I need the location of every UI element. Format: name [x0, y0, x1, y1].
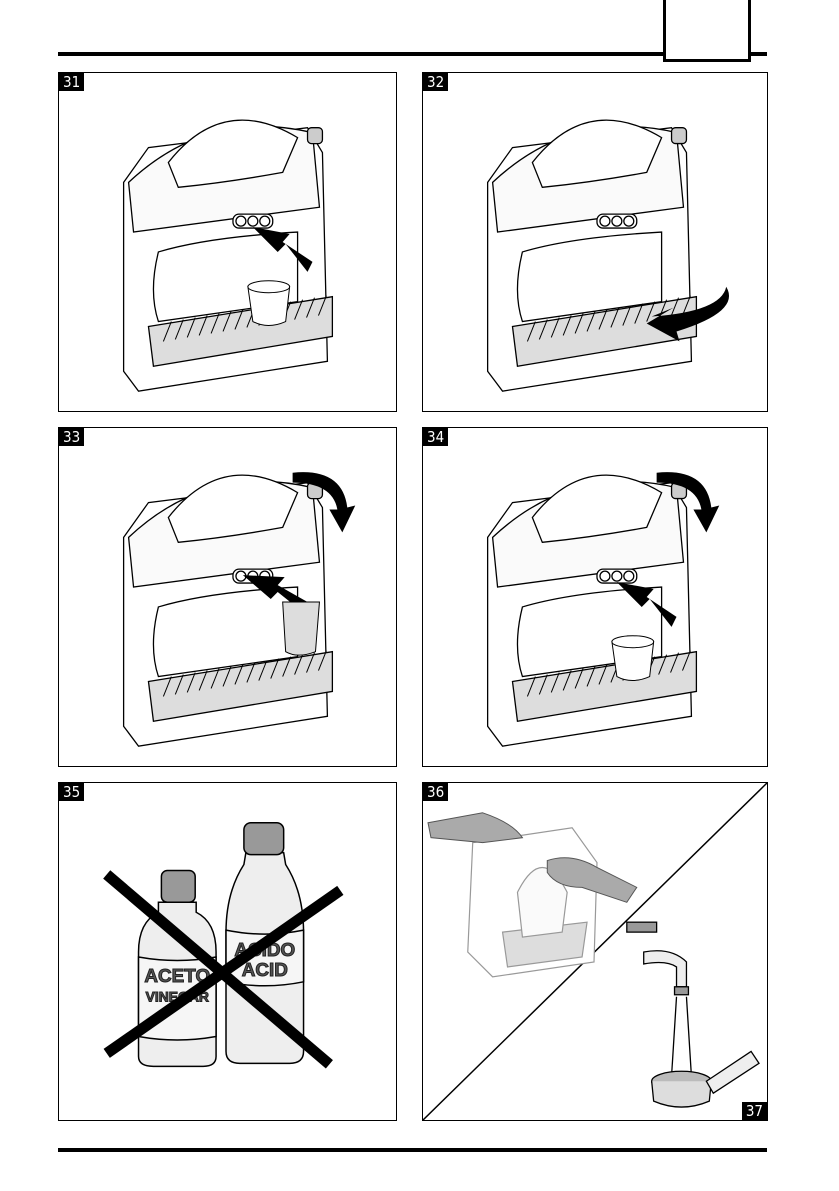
cup: [248, 281, 290, 326]
figure-number: 34: [423, 428, 448, 446]
figure-number: 35: [59, 783, 84, 801]
figure-36-37: 36 37: [422, 782, 768, 1121]
machine-illustration: [59, 73, 396, 411]
machine-illustration: [423, 428, 767, 766]
jug: [283, 602, 320, 655]
machine-body: [488, 120, 697, 391]
figure-number: 37: [742, 1102, 767, 1120]
figure-35: 35 ACETO VINEGAR ACIDO ACID: [58, 782, 397, 1121]
figure-31: 31: [58, 72, 397, 412]
machine-illustration: [59, 428, 396, 766]
acid-label-line2: ACID: [242, 960, 288, 981]
figure-number: 31: [59, 73, 84, 91]
top-rule: [58, 52, 767, 56]
cleaning-illustration: [423, 783, 767, 1120]
figure-33: 33: [58, 427, 397, 767]
bottles-illustration: ACETO VINEGAR ACIDO ACID: [59, 783, 396, 1120]
machine-part: [283, 602, 320, 655]
cup: [612, 636, 654, 681]
figure-number: 36: [423, 783, 448, 801]
machine-with-cloth: [468, 828, 597, 977]
figure-number: 33: [59, 428, 84, 446]
machine-illustration: [423, 73, 767, 411]
figure-34: 34: [422, 427, 768, 767]
bottom-rule: [58, 1148, 767, 1152]
steam-wand-and-filter: [627, 922, 759, 1107]
language-tab-box: [663, 0, 751, 62]
hand-left: [428, 813, 522, 843]
figure-number: 32: [423, 73, 448, 91]
figure-32: 32: [422, 72, 768, 412]
